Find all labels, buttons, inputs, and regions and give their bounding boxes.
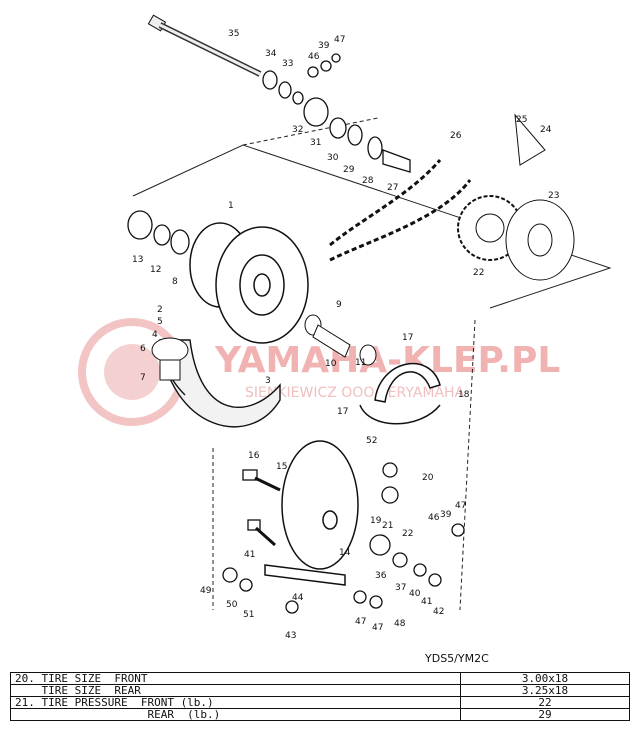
- axle: [147, 14, 262, 77]
- label-part: 33: [282, 59, 293, 69]
- torque-arm: [264, 564, 346, 586]
- label-part: 36: [375, 571, 387, 581]
- label-part: 35: [228, 29, 239, 39]
- label-part: 37: [395, 583, 406, 593]
- label-part: 28: [362, 176, 374, 186]
- table-row: TIRE SIZE REAR 3.25x18: [10, 684, 630, 697]
- brake-shoes: [359, 362, 441, 425]
- label-part: 26: [450, 131, 462, 141]
- label-part: 43: [285, 631, 296, 641]
- label-part: 52: [366, 436, 377, 446]
- label-part: 39: [318, 41, 330, 51]
- table-row: REAR (lb.) 29: [10, 708, 630, 721]
- label-part: 4: [152, 330, 158, 340]
- spec-value: 3.00x18: [460, 672, 630, 685]
- label-part: 51: [243, 610, 254, 620]
- label-part: 17: [337, 407, 348, 417]
- label-part: 25: [516, 115, 527, 125]
- label-part: 11: [355, 358, 366, 368]
- label-part: 30: [327, 153, 339, 163]
- label-part: 46: [308, 52, 320, 62]
- label-part: 1: [228, 201, 234, 211]
- table-row: 20. TIRE SIZE FRONT 3.00x18: [10, 672, 630, 685]
- label-part: 7: [140, 373, 146, 383]
- axle-spacers: [262, 53, 411, 173]
- watermark: YAMAHA-KLEP.PL SIENKIEWICZ OOO SERYAMAHA: [78, 318, 560, 426]
- label-part: 3: [265, 376, 271, 386]
- label-part: 47: [372, 623, 383, 633]
- label-part: 49: [200, 586, 212, 596]
- label-part: 14: [339, 548, 351, 558]
- label-part: 31: [310, 138, 321, 148]
- watermark-subtitle: SIENKIEWICZ OOO SERYAMAHA: [245, 385, 465, 401]
- spacer-collar: [304, 314, 377, 366]
- spec-label: 21. TIRE PRESSURE FRONT (lb.): [10, 696, 461, 709]
- spec-label: TIRE SIZE REAR: [10, 684, 461, 697]
- sprocket-carrier: [505, 113, 575, 281]
- label-part: 32: [292, 125, 303, 135]
- label-part: 42: [433, 607, 444, 617]
- label-part: 8: [172, 277, 178, 287]
- label-part: 5: [157, 317, 163, 327]
- label-part: 9: [336, 300, 342, 310]
- label-part: 17: [402, 333, 413, 343]
- label-part: 23: [548, 191, 559, 201]
- label-part: 13: [132, 255, 143, 265]
- label-part: 40: [409, 589, 421, 599]
- label-part: 47: [455, 501, 466, 511]
- label-part: 6: [140, 344, 146, 354]
- spec-value: 29: [460, 708, 630, 721]
- label-part: 46: [428, 513, 440, 523]
- label-part: 41: [244, 550, 255, 560]
- label-part: 22: [402, 529, 413, 539]
- spec-value: 3.25x18: [460, 684, 630, 697]
- label-part: 19: [370, 516, 382, 526]
- label-part: 10: [325, 359, 337, 369]
- label-part: 47: [355, 617, 366, 627]
- model-code: YDS5/YM2C: [425, 652, 489, 665]
- label-part: 50: [226, 600, 238, 610]
- wheel-hub: [189, 222, 309, 344]
- label-part: 47: [334, 35, 345, 45]
- table-row: 21. TIRE PRESSURE FRONT (lb.) 22: [10, 696, 630, 709]
- label-part: 44: [292, 593, 304, 603]
- spec-label: REAR (lb.): [10, 708, 461, 721]
- label-part: 29: [343, 165, 355, 175]
- label-part: 2: [157, 305, 163, 315]
- label-part: 20: [422, 473, 434, 483]
- label-part: 15: [276, 462, 287, 472]
- drive-chain: [329, 159, 472, 262]
- label-part: 34: [265, 49, 277, 59]
- label-part: 18: [458, 390, 470, 400]
- brake-cam-parts: [222, 462, 465, 614]
- label-part: 22: [473, 268, 484, 278]
- brake-panel: [281, 440, 359, 570]
- spec-label: 20. TIRE SIZE FRONT: [10, 672, 461, 685]
- assembly-frame: [132, 117, 612, 611]
- part-labels: 35 34 33 46 39 47 32 31 30 29 28 27 26 2…: [132, 29, 559, 641]
- label-part: 39: [440, 510, 452, 520]
- label-part: 48: [394, 619, 406, 629]
- label-part: 41: [421, 597, 432, 607]
- label-part: 16: [248, 451, 260, 461]
- hub-bearings: [127, 210, 190, 255]
- label-part: 21: [382, 521, 393, 531]
- spec-value: 22: [460, 696, 630, 709]
- tube-valve: [151, 337, 189, 381]
- exploded-parts-diagram: YAMAHA-KLEP.PL SIENKIEWICZ OOO SERYAMAHA: [78, 14, 612, 641]
- label-part: 27: [387, 183, 398, 193]
- spec-table: 20. TIRE SIZE FRONT 3.00x18 TIRE SIZE RE…: [10, 672, 630, 721]
- label-part: 12: [150, 265, 161, 275]
- label-part: 24: [540, 125, 552, 135]
